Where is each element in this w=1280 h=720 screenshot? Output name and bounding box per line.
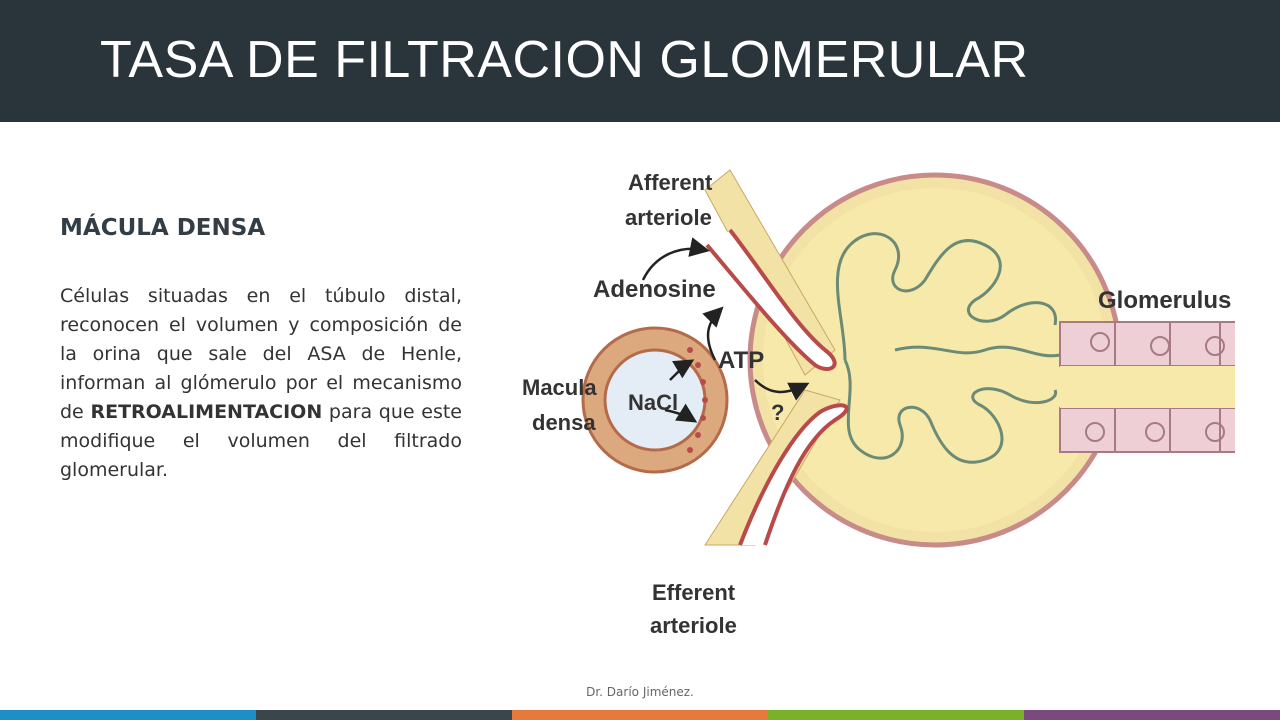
capillary-loops xyxy=(835,232,1061,464)
footer-segment-5 xyxy=(1024,710,1280,720)
tubule-lumen xyxy=(1060,366,1240,408)
label-afferent-1: Afferent xyxy=(628,170,713,195)
tubule-cells xyxy=(1085,322,1225,452)
footer-segment-1 xyxy=(0,710,256,720)
tubule-wall-top xyxy=(1059,321,1241,367)
paragraph-text-2: para que este modifique el volumen del f… xyxy=(60,401,462,481)
slide-title: TASA DE FILTRACION GLOMERULAR xyxy=(100,31,1029,89)
paragraph-emphasis: RETROALIMENTACION xyxy=(90,401,323,423)
label-macula-1: Macula xyxy=(522,375,597,400)
paragraph-text-1: Células situadas en el túbulo distal, re… xyxy=(60,285,462,423)
label-afferent-2: arteriole xyxy=(625,205,712,230)
section-heading: MÁCULA DENSA xyxy=(60,215,266,241)
diagram-arrows xyxy=(641,237,810,423)
label-atp: ATP xyxy=(718,347,764,374)
label-efferent-2: arteriole xyxy=(650,613,737,638)
bowman-inner xyxy=(763,188,1107,532)
afferent-arteriole-wall xyxy=(705,228,837,371)
body-paragraph: Células situadas en el túbulo distal, re… xyxy=(60,282,462,485)
footer-author: Dr. Darío Jiménez. xyxy=(586,685,694,699)
footer-segment-2 xyxy=(256,710,512,720)
footer-color-bar xyxy=(0,710,1280,720)
macula-densa-diagram: Afferent arteriole Adenosine Glomerulus … xyxy=(515,150,1241,645)
label-efferent-1: Efferent xyxy=(652,580,736,605)
label-nacl: NaCl xyxy=(628,390,678,415)
label-glomerulus: Glomerulus xyxy=(1098,287,1231,314)
label-macula-2: densa xyxy=(532,410,596,435)
label-question: ? xyxy=(771,400,784,425)
macula-densa-cells xyxy=(687,347,708,453)
title-bar: TASA DE FILTRACION GLOMERULAR xyxy=(0,0,1280,122)
efferent-arteriole-wall xyxy=(738,403,849,546)
footer-segment-4 xyxy=(768,710,1024,720)
footer-segment-3 xyxy=(512,710,768,720)
label-adenosine: Adenosine xyxy=(593,276,716,303)
